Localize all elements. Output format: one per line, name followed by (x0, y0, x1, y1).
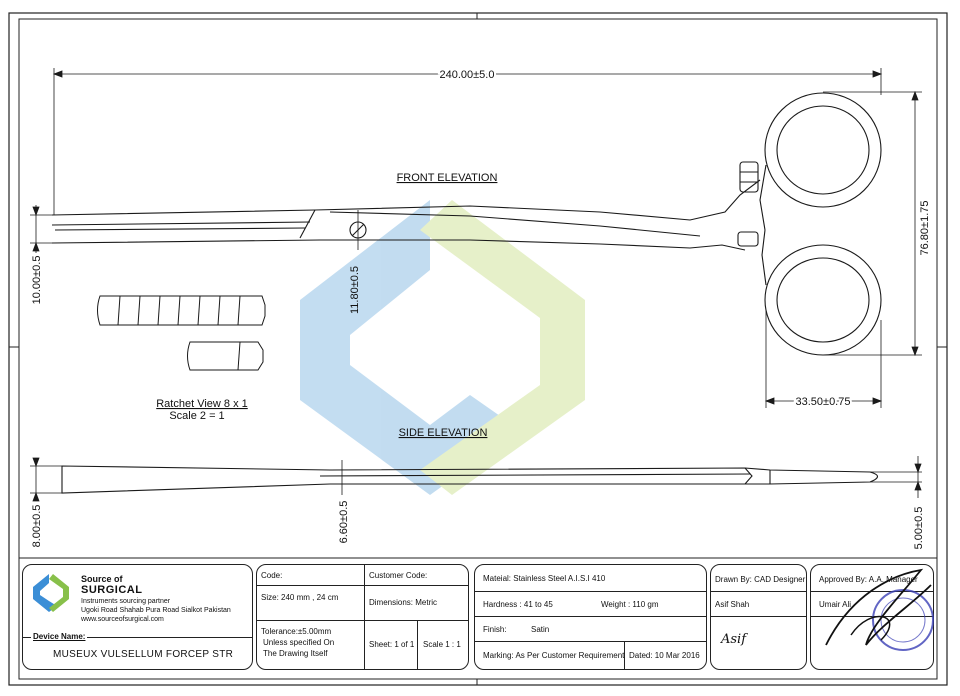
dimensions-value: Dimensions: Metric (369, 598, 438, 607)
customer-code-label: Customer Code: (369, 571, 428, 580)
finish-label: Finish: (483, 625, 507, 634)
dim-tip-height-side: 8.00±0.5 (31, 505, 43, 548)
dim-box-joint: 11.80±0.5 (349, 266, 361, 314)
company-name-line2: SURGICAL (81, 584, 143, 596)
dim-jaw-side: 6.60±0.5 (338, 501, 350, 544)
tolerance-line2: Unless specified On (263, 638, 335, 647)
dim-tip-height-front: 10.00±0.5 (31, 256, 43, 305)
ratchet-view-title: Ratchet View 8 x 1 (156, 398, 248, 410)
spec-block: Code: Customer Code: Size: 240 mm , 24 c… (256, 564, 469, 670)
approval-stamp (825, 568, 934, 651)
company-address: Ugoki Road Shahab Pura Road Sialkot Paki… (81, 607, 231, 614)
approved-by-name: Umair Ali (819, 600, 852, 609)
tolerance-line1: Tolerance:±5.00mm (261, 627, 332, 636)
front-elevation-title: FRONT ELEVATION (397, 172, 498, 184)
drawn-by-name: Asif Shah (715, 600, 750, 609)
dated-value: Dated: 10 Mar 2016 (629, 651, 700, 660)
side-elevation-instrument (61, 465, 879, 494)
device-name-label: Device Name: (31, 632, 88, 642)
material-value: Mateial: Stainless Steel A.I.S.I 410 (483, 574, 606, 583)
company-name-line1: Source of (81, 574, 123, 584)
drawn-by-signature: Asif (721, 632, 747, 647)
dim-overall-length: 240.00±5.0 (440, 69, 495, 81)
code-label: Code: (261, 571, 283, 580)
side-elevation-title: SIDE ELEVATION (399, 427, 488, 439)
dim-ring-height: 76.80±1.75 (919, 201, 931, 256)
scale-value: Scale 1 : 1 (423, 640, 461, 649)
watermark-logo (300, 200, 585, 495)
material-block: Mateial: Stainless Steel A.I.S.I 410 Har… (474, 564, 707, 670)
drawn-by-label: Drawn By: CAD Designer (715, 575, 806, 584)
company-logo (33, 574, 69, 612)
company-tagline: Instruments sourcing partner (81, 598, 171, 605)
dim-ring-width: 33.50±0.75 (796, 396, 851, 408)
company-block: Source of SURGICAL Instruments sourcing … (22, 564, 253, 670)
front-elevation-instrument (51, 92, 882, 356)
device-name: MUSEUX VULSELLUM FORCEP STR (53, 649, 234, 660)
finish-value: Satin (531, 625, 550, 634)
dimension-lines (30, 68, 922, 502)
sheet-value: Sheet: 1 of 1 (369, 640, 415, 649)
hardness-value: Hardness : 41 to 45 (483, 600, 553, 609)
weight-value: Weight : 110 gm (601, 600, 659, 609)
size-value: Size: 240 mm , 24 cm (261, 593, 339, 602)
marking-value: Marking: As Per Customer Requirement (483, 651, 625, 660)
approved-by-block: Approved By: A.A. Manager Umair Ali (810, 564, 934, 670)
ratchet-detail (97, 295, 266, 371)
approved-by-label: Approved By: A.A. Manager (819, 575, 918, 584)
dim-ring-side: 5.00±0.5 (913, 507, 925, 550)
tolerance-line3: The Drawing Itself (263, 649, 328, 658)
ratchet-scale-label: Scale 2 = 1 (169, 410, 224, 422)
drawn-by-block: Drawn By: CAD Designer Asif Shah Asif (710, 564, 807, 670)
company-website: www.sourceofsurgical.com (81, 616, 164, 623)
outer-border (8, 12, 948, 686)
